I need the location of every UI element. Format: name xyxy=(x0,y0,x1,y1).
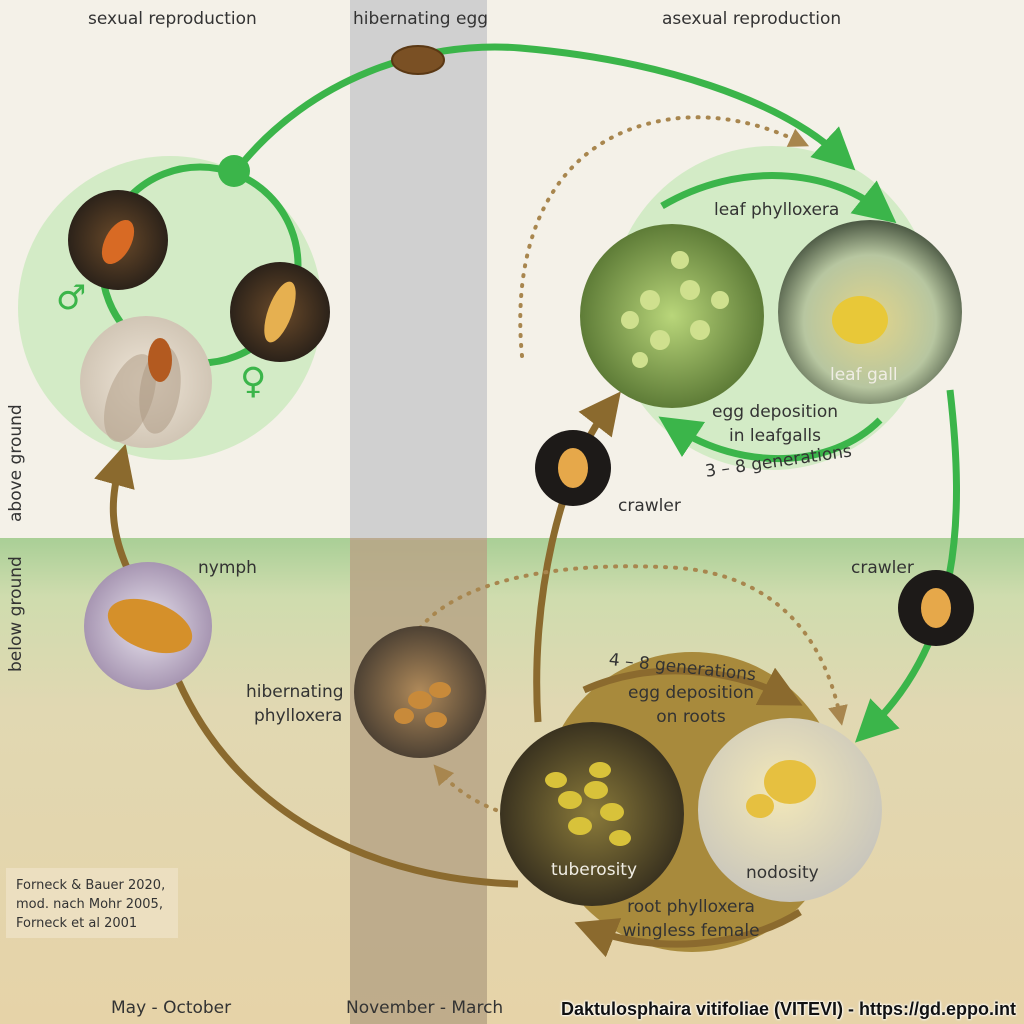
reference-line-2: mod. nach Mohr 2005, xyxy=(16,897,163,912)
arrow-nymph-to-winged xyxy=(94,443,135,572)
root-phylloxera-line1: root phylloxera xyxy=(627,897,755,917)
reference-line-1: Forneck & Bauer 2020, xyxy=(16,878,166,893)
leaf-photo xyxy=(580,224,764,408)
above-ground-label: above ground xyxy=(6,404,26,522)
nymph-photo xyxy=(84,562,212,690)
female-insect-photo xyxy=(230,262,330,362)
hibernation-band-lower xyxy=(350,538,487,1024)
crawler-photo-upper xyxy=(535,430,611,506)
reference-line-3: Forneck et al 2001 xyxy=(16,916,138,931)
crawler-photo-right xyxy=(898,570,974,646)
below-ground-label: below ground xyxy=(6,556,26,672)
arrow-root-to-nymph xyxy=(174,678,519,888)
egg-deposition-roots-line1: egg deposition xyxy=(627,683,755,703)
sexual-reproduction-header: sexual reproduction xyxy=(88,9,257,29)
arrow-root-cycle-bottom xyxy=(574,909,802,958)
dotted-arrow-root-to-hibernating xyxy=(433,764,498,812)
female-symbol: ♀ xyxy=(240,361,267,402)
crawler-label-upper: crawler xyxy=(618,496,681,516)
leaf-gall-photo xyxy=(778,220,962,404)
arrow-egg-to-leaf xyxy=(237,43,856,171)
arrow-leaf-cycle-top xyxy=(660,172,897,224)
tuberosity-photo xyxy=(500,722,684,906)
leaf-gall-label: leaf gall xyxy=(830,365,898,385)
season-may-october: May - October xyxy=(111,998,232,1018)
male-symbol: ♂ xyxy=(56,278,87,318)
nymph-label: nymph xyxy=(198,558,257,578)
hibernating-phylloxera-photo xyxy=(354,626,486,758)
tuberosity-label: tuberosity xyxy=(551,860,638,880)
dotted-arrow-crawler-to-leaf xyxy=(518,115,810,358)
crawler-label-right: crawler xyxy=(851,558,914,578)
eppo-footer-credit: Daktulosphaira vitifoliae (VITEVI) - htt… xyxy=(560,999,1016,1019)
male-insect-photo xyxy=(68,190,168,290)
hibernating-phylloxera-line1: hibernating xyxy=(246,682,344,702)
leaf-phylloxera-label: leaf phylloxera xyxy=(714,200,840,220)
season-november-march: November - March xyxy=(346,998,504,1018)
hibernating-egg-header: hibernating egg xyxy=(353,9,489,29)
nodosity-label: nodosity xyxy=(746,863,819,883)
nodosity-photo xyxy=(698,718,882,902)
asexual-reproduction-header: asexual reproduction xyxy=(662,9,842,29)
root-phylloxera-line2: wingless female xyxy=(622,921,760,941)
arrow-root-cycle-top xyxy=(582,667,803,706)
hibernation-band-upper xyxy=(350,0,487,540)
hibernating-phylloxera-line2: phylloxera xyxy=(254,706,343,726)
arrow-leaf-cycle-bottom xyxy=(658,416,883,462)
egg-deposition-leafgalls-line2: in leafgalls xyxy=(729,426,821,446)
egg-deposition-leafgalls-line1: egg deposition xyxy=(711,402,839,422)
egg-deposition-roots-line2: on roots xyxy=(656,707,726,727)
reference-box: Forneck & Bauer 2020, mod. nach Mohr 200… xyxy=(6,868,178,938)
winged-adult-photo xyxy=(80,316,212,448)
hibernating-egg-icon xyxy=(391,45,445,75)
